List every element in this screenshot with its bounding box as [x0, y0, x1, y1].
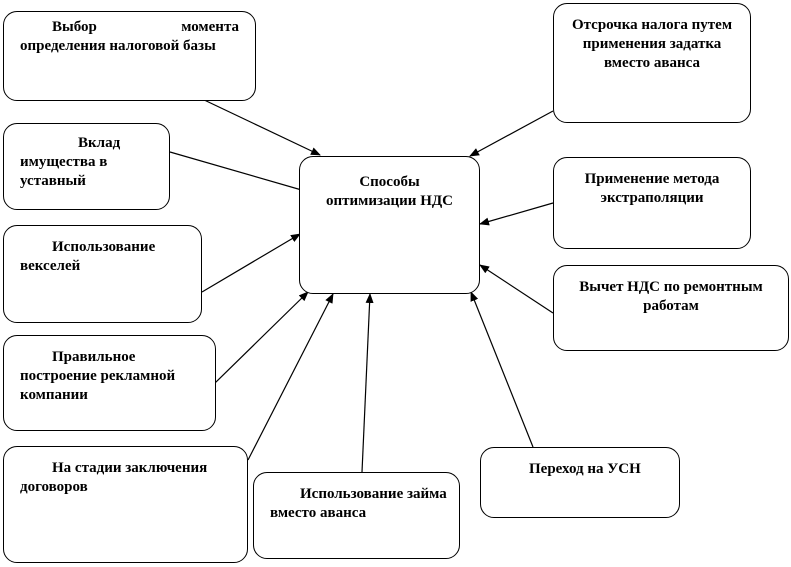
arrow-repair	[479, 264, 554, 314]
node-deferral: Отсрочка налога путем применения задатка…	[553, 3, 751, 123]
center-node: Способы оптимизации НДС	[299, 156, 480, 294]
arrow-advertising	[214, 291, 309, 384]
arrow-choice-moment	[199, 97, 321, 156]
node-contribution-label: Вклад имущества в уставный	[20, 135, 121, 189]
node-loan-label: Использование займа вместо аванса	[270, 486, 447, 521]
node-bills-label: Использование векселей	[20, 239, 156, 274]
node-repair-label: Вычет НДС по ремонтным работам	[579, 279, 763, 314]
arrow-contracts	[247, 293, 334, 461]
node-advertising-label: Правильное построение рекламной компании	[20, 349, 176, 403]
arrow-loan	[361, 293, 374, 473]
node-bills: Использование векселей	[3, 225, 202, 323]
arrow-contribution	[169, 151, 313, 195]
node-usn-label: Переход на УСН	[529, 461, 641, 477]
node-deferral-label: Отсрочка налога путем применения задатка…	[571, 17, 733, 71]
node-loan: Использование займа вместо аванса	[253, 472, 460, 559]
node-advertising: Правильное построение рекламной компании	[3, 335, 216, 431]
center-node-label: Способы оптимизации НДС	[325, 174, 454, 209]
node-contracts: На стадии заключения договоров	[3, 446, 248, 563]
node-repair: Вычет НДС по ремонтным работам	[553, 265, 789, 351]
node-extrapolation: Применение метода экстраполяции	[553, 157, 751, 249]
node-choice-moment: Выбор момента определения налоговой базы	[3, 11, 256, 101]
arrow-usn	[470, 291, 534, 448]
arrow-extrapolation	[479, 202, 554, 226]
node-contribution: Вклад имущества в уставный	[3, 123, 170, 210]
node-usn: Переход на УСН	[480, 447, 680, 518]
node-choice-moment-label: Выбор момента определения налоговой базы	[20, 19, 239, 54]
node-contracts-label: На стадии заключения договоров	[20, 460, 208, 495]
arrow-bills	[201, 233, 301, 293]
node-extrapolation-label: Применение метода экстраполяции	[584, 171, 720, 206]
arrow-deferral	[469, 110, 554, 157]
